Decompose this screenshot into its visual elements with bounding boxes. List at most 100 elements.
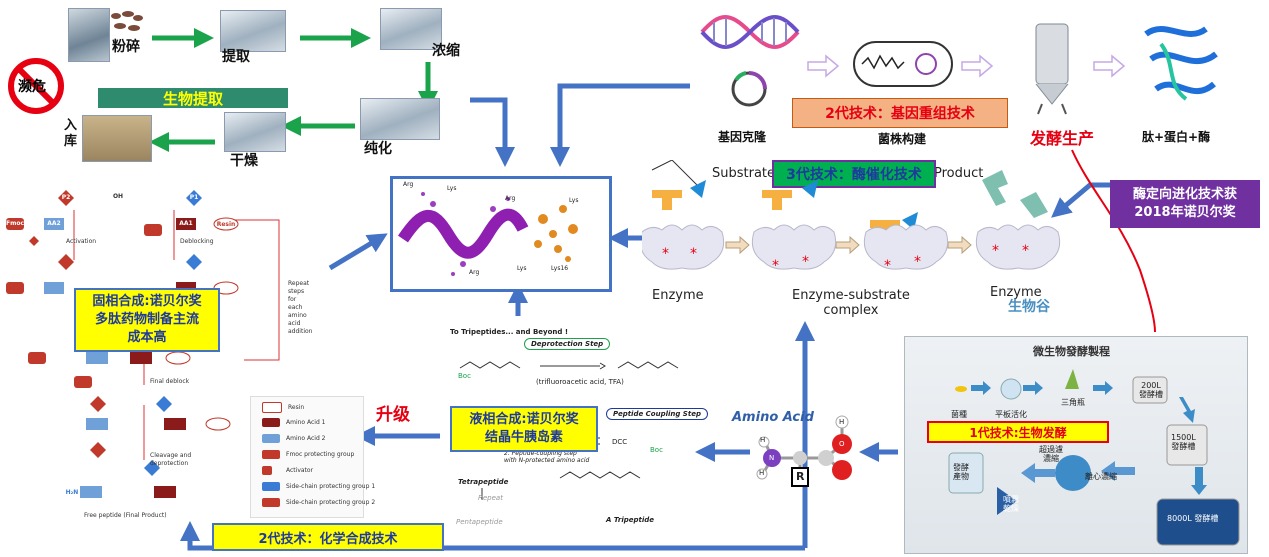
gen2-chemical-synthesis-box: 2代技术：化学合成技术 (212, 523, 444, 551)
repeat-label: Repeat (478, 494, 503, 502)
drying-equipment-image (224, 112, 286, 152)
residue-label-arg2: Arg (505, 195, 516, 202)
node-flask: 三角瓶 (1061, 398, 1085, 407)
residue-label-arg3: Arg (469, 269, 480, 276)
atom-h3: H (839, 418, 845, 426)
oh-node: OH (112, 193, 124, 200)
enzyme-step-arrows (725, 235, 972, 255)
residue-label-lys16: Lys16 (551, 265, 569, 272)
r-group-label: R (796, 470, 805, 483)
nobel-enzyme-box: 酶定向进化技术获 2018年诺贝尔奖 (1110, 180, 1260, 228)
peptide-structure-panel: Arg Lys Arg Arg Lys Lys16 Lys (390, 176, 612, 292)
gen2-recombinant-box: 2代技术：基因重组技术 (792, 98, 1008, 128)
pentapeptide-label: Pentapeptide (456, 518, 503, 526)
node-fermentation-product: 發酵 產物 (953, 463, 969, 481)
atom-o: O (839, 440, 845, 448)
enzyme-label-1: Enzyme (652, 288, 704, 303)
purification-equipment-image (360, 98, 440, 140)
svg-text:*: * (884, 258, 891, 274)
legend-item-resin: Resin (262, 402, 304, 413)
legend-item-p1: Side-chain protecting group 1 (262, 482, 375, 491)
bio-extraction-banner: 生物提取 (98, 88, 288, 108)
amino-acid-label: Amino Acid (732, 410, 814, 425)
step-crush: 粉碎 (112, 39, 140, 55)
gene-clone-label: 基因克隆 (718, 130, 767, 144)
p2-node: P2 (61, 194, 71, 201)
tetrapeptide-label: Tetrapeptide (458, 478, 509, 486)
legend-item-aa2: Amino Acid 2 (262, 434, 326, 443)
warehouse-image (82, 115, 152, 162)
node-8000l-tank: 8000L 發酵槽 (1167, 514, 1219, 523)
no-sign-icon (8, 58, 64, 114)
node-200l-tank: 200L 發酵槽 (1139, 381, 1163, 399)
strain-build-label: 菌株构建 (878, 132, 927, 146)
legend-item-p2: Side-chain protecting group 2 (262, 498, 375, 507)
aa2-node: AA2 (47, 220, 61, 227)
legend-item-aa1: Amino Acid 1 (262, 418, 326, 427)
deblocking-label: Deblocking (180, 238, 214, 245)
repeat-steps-label: Repeat steps for each amino acid additio… (288, 280, 313, 335)
liquid-phase-overlay-box: 液相合成:诺贝尔奖 结晶牛胰岛素 (450, 406, 598, 452)
step-purify: 纯化 (364, 141, 392, 157)
resin-node: Resin (216, 221, 236, 228)
node-strain: 菌種 (951, 410, 967, 419)
activation-label: Activation (66, 238, 97, 245)
boc-label-2: Boc (650, 446, 663, 454)
solid-phase-diagram: Activation Deblocking Repeat steps for e… (4, 190, 312, 520)
product-label: Product (934, 166, 984, 181)
cleavage-label: Cleavage and deprotection (150, 452, 192, 467)
h2n-node: H₂N (65, 489, 79, 496)
svg-text:*: * (690, 246, 697, 262)
node-plate-activation: 平板活化 (995, 410, 1027, 419)
coupling-step-2-label: 2. Peptide-coupling step with N-protecte… (504, 450, 590, 464)
residue-label-lys1: Lys (447, 185, 457, 192)
raw-material-image (108, 8, 144, 38)
bacterial-strain-icon (848, 36, 958, 92)
solid-phase-overlay-box: 固相合成:诺贝尔奖 多肽药物制备主流 成本高 (74, 288, 220, 352)
upgrade-label: 升级 (376, 405, 410, 425)
arrow-bottom-loop (180, 521, 805, 551)
svg-text:*: * (1022, 243, 1029, 259)
enzyme-reaction-graphic: ******** (639, 159, 1082, 280)
peptide-coupling-step-label: Peptide Coupling Step (606, 408, 708, 420)
final-deblock-label: Final deblock (150, 378, 190, 385)
peptide-helix-image (398, 192, 578, 276)
red-curve-line (1071, 149, 1156, 333)
gen1-fermentation-box: 1代技术:生物发酵 (927, 421, 1109, 443)
substrate-label: Substrate (712, 166, 776, 181)
atom-n: N (769, 454, 775, 462)
gene-pipeline-arrows (807, 54, 1126, 78)
tripeptides-title: To Tripeptides... and Beyond ! (450, 328, 569, 336)
node-spray-drying: 噴霧 乾燥 (1003, 495, 1019, 513)
arrow-solid-to-peptide (328, 233, 388, 271)
fermenter-tank-icon (1030, 14, 1074, 116)
fermentation-title: 微生物發酵製程 (1033, 345, 1110, 358)
residue-label-lys2: Lys (517, 265, 527, 272)
svg-text:*: * (992, 243, 999, 259)
svg-text:*: * (914, 254, 921, 270)
node-ultrafiltration: 超過濾 濃縮 (1039, 445, 1063, 463)
node-1500l-tank: 1500L 發酵槽 (1171, 433, 1196, 451)
fermentation-production-label: 发酵生产 (1030, 129, 1095, 148)
enzyme-label-2: Enzyme (990, 285, 1042, 300)
extraction-equipment-image (220, 10, 286, 52)
arrow-gene-to-peptide (550, 83, 690, 167)
concentration-equipment-image (380, 8, 442, 50)
forbidden-sign: 濒危 (8, 58, 64, 114)
crusher-machine-image (68, 8, 110, 62)
boc-label-1: Boc (458, 372, 471, 380)
enzyme-substrate-complex-label: Enzyme-substrate complex (792, 288, 910, 318)
legend-item-fmoc: Fmoc protecting group (262, 450, 354, 459)
amino-acid-model: R H N H O H (750, 406, 870, 496)
dcc-label: DCC (612, 438, 628, 446)
legend-item-activator: Activator (262, 466, 313, 475)
svg-text:*: * (662, 246, 669, 262)
atom-h1: H (760, 436, 766, 444)
step-concentrate: 浓缩 (432, 43, 460, 59)
step-dry: 干燥 (230, 153, 258, 169)
fmoc-node: Fmoc (6, 220, 25, 227)
tripeptide-label: A Tripeptide (606, 516, 654, 524)
p1-node: P1 (189, 194, 199, 201)
protein-structure-icon (1136, 14, 1226, 110)
residue-label-arg1: Arg (403, 181, 414, 188)
